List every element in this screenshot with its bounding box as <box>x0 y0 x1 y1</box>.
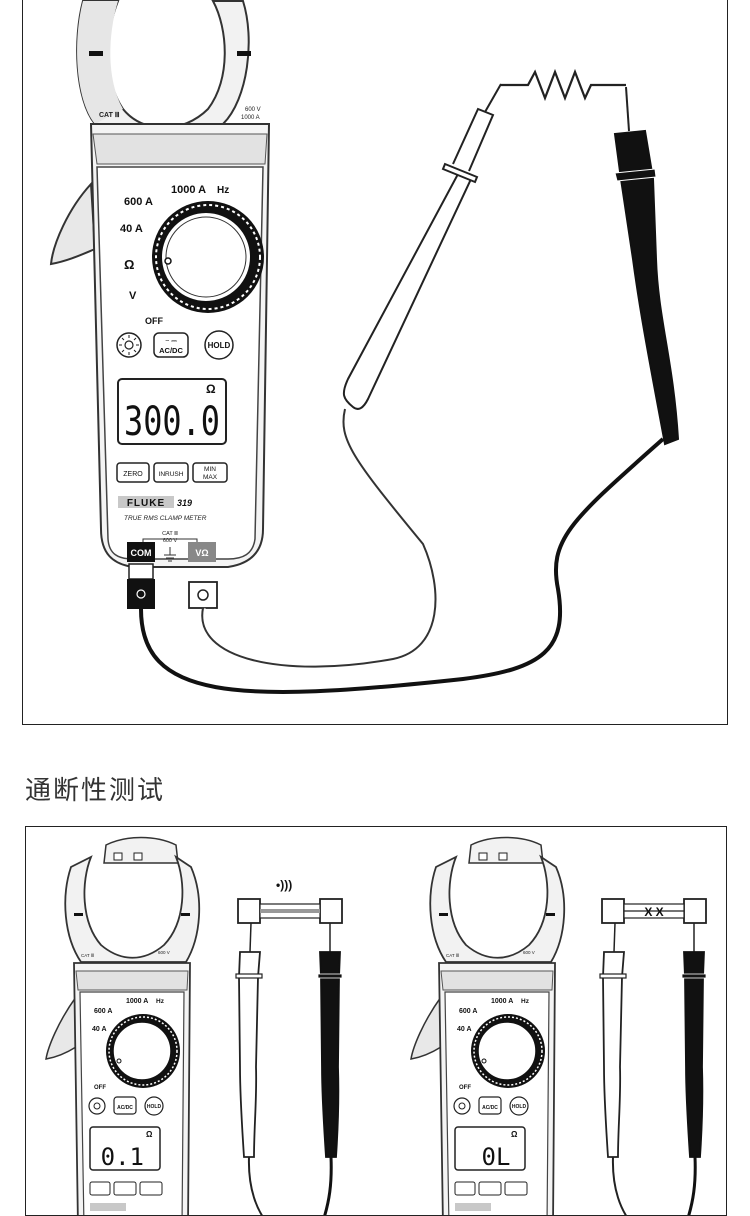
cat-rating-right-2: 1000 A <box>241 115 260 121</box>
left-label-1000a: 1000 A <box>126 998 148 1005</box>
right-inrush-button[interactable] <box>479 1182 501 1195</box>
right-brand-plate <box>455 1203 491 1211</box>
left-acdc-label: AC/DC <box>117 1105 133 1111</box>
left-rotary-dial[interactable] <box>106 1014 180 1088</box>
right-minmax-button[interactable] <box>505 1182 527 1195</box>
left-brand-plate <box>90 1203 126 1211</box>
zero-label: ZERO <box>123 471 143 478</box>
jaw-mark-right <box>237 51 251 56</box>
svg-text:~ ⎓: ~ ⎓ <box>165 338 177 345</box>
right-backlight-button[interactable] <box>454 1098 470 1114</box>
right-label-600a: 600 A <box>459 1008 477 1015</box>
label-off: OFF <box>145 316 163 326</box>
left-closed-circuit <box>238 899 342 952</box>
left-inrush-button[interactable] <box>114 1182 136 1195</box>
black-test-probe <box>615 87 678 444</box>
left-meter: CAT Ⅲ 600 V 1000 A Hz 600 A 40 A OFF AC/… <box>46 838 199 1216</box>
minmax-button[interactable]: MIN MAX <box>193 463 227 482</box>
min-label: MIN <box>204 466 216 473</box>
jaw-trigger <box>51 184 95 264</box>
right-black-probe <box>682 952 706 1216</box>
meter-subtitle: TRUE RMS CLAMP METER <box>124 515 207 522</box>
left-sound-icon: •))) <box>276 878 292 892</box>
jaw-mark-left <box>89 51 103 56</box>
resistance-diagram: CAT Ⅲ 600 V 1000 A 1000 A Hz 600 A 40 A … <box>23 0 728 725</box>
hold-label: HOLD <box>208 341 231 350</box>
left-minmax-button[interactable] <box>140 1182 162 1195</box>
right-display-reading: 0L <box>482 1143 511 1171</box>
right-label-hz: Hz <box>521 998 530 1005</box>
left-black-probe <box>318 952 342 1216</box>
vohm-label: VΩ <box>195 548 208 558</box>
right-hold-label: HOLD <box>512 1104 527 1110</box>
left-zero-button[interactable] <box>90 1182 110 1195</box>
right-acdc-label: AC/DC <box>482 1105 498 1111</box>
left-display-reading: 0.1 <box>101 1143 144 1171</box>
right-label-1000a: 1000 A <box>491 998 513 1005</box>
left-backlight-button[interactable] <box>89 1098 105 1114</box>
right-open-circuit: X X <box>602 899 706 952</box>
continuity-test-panel: CAT Ⅲ 600 V 1000 A Hz 600 A 40 A OFF AC/… <box>25 826 727 1216</box>
display-reading: 300.0 <box>124 399 220 445</box>
continuity-diagram: CAT Ⅲ 600 V 1000 A Hz 600 A 40 A OFF AC/… <box>26 827 727 1216</box>
zero-button[interactable]: ZERO <box>117 463 149 482</box>
sound-icon: •))) <box>276 878 292 892</box>
left-hold-label: HOLD <box>147 1104 162 1110</box>
left-white-probe <box>236 952 271 1216</box>
label-600a: 600 A <box>124 196 153 208</box>
label-1000a: 1000 A <box>171 184 206 196</box>
right-cat-left: CAT Ⅲ <box>446 953 459 958</box>
label-ohm: Ω <box>124 257 134 272</box>
right-meter: CAT Ⅲ 600 V 1000 A Hz 600 A 40 A OFF AC/… <box>411 838 564 1216</box>
resistance-measurement-panel: CAT Ⅲ 600 V 1000 A 1000 A Hz 600 A 40 A … <box>22 0 728 725</box>
com-label: COM <box>131 548 152 558</box>
cat-rating-left: CAT Ⅲ <box>99 111 120 119</box>
left-label-hz: Hz <box>156 998 165 1005</box>
inrush-button[interactable]: INRUSH <box>154 463 188 482</box>
label-hz: Hz <box>217 185 229 196</box>
section-title-continuity: 通断性测试 <box>25 770 165 807</box>
left-label-40a: 40 A <box>92 1026 107 1033</box>
right-display-unit: Ω <box>511 1130 518 1139</box>
display-unit: Ω <box>206 382 216 396</box>
right-zero-button[interactable] <box>455 1182 475 1195</box>
label-volt: V <box>129 290 137 302</box>
max-label: MAX <box>203 474 218 481</box>
resistor-symbol <box>501 72 626 98</box>
hold-button[interactable]: HOLD <box>205 331 233 359</box>
jack-cat-1: CAT Ⅲ <box>162 531 178 537</box>
left-cat-right: 600 V <box>158 950 170 955</box>
rotary-dial[interactable] <box>152 201 264 313</box>
label-40a: 40 A <box>120 223 143 235</box>
left-display-unit: Ω <box>146 1130 153 1139</box>
inrush-label: INRUSH <box>159 471 184 478</box>
right-white-probe <box>600 952 635 1216</box>
backlight-button[interactable] <box>117 333 141 357</box>
right-rotary-dial[interactable] <box>471 1014 545 1088</box>
right-label-40a: 40 A <box>457 1026 472 1033</box>
right-label-off: OFF <box>459 1085 471 1091</box>
acdc-button[interactable]: ~ ⎓ AC/DC <box>154 333 188 357</box>
white-test-probe <box>344 84 501 409</box>
right-cat-right: 600 V <box>523 950 535 955</box>
left-label-600a: 600 A <box>94 1008 112 1015</box>
model-number: 319 <box>177 498 192 508</box>
brand-logo: FLUKE <box>127 498 165 509</box>
break-marks: X X <box>644 905 663 919</box>
cat-rating-right-1: 600 V <box>245 107 261 113</box>
white-plug <box>189 582 217 608</box>
black-plug <box>127 579 155 609</box>
acdc-label: AC/DC <box>159 346 183 355</box>
lcd-display: Ω 300.0 <box>118 379 226 445</box>
left-cat-left: CAT Ⅲ <box>81 953 94 958</box>
left-label-off: OFF <box>94 1085 106 1091</box>
